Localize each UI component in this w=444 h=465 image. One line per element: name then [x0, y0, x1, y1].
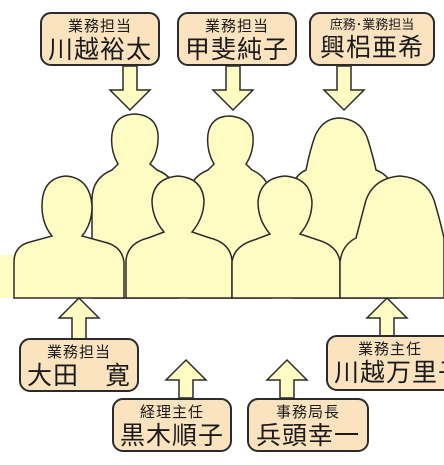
staff-role: 業務担当 [67, 17, 132, 35]
person-silhouette-5 [231, 175, 341, 299]
staff-role: 庶務･業務担当 [329, 18, 415, 33]
arrow-up-4 [57, 296, 101, 341]
staff-name: 甲斐純子 [184, 35, 289, 64]
staff-role: 事務局長 [275, 403, 340, 421]
staff-role: 経理主任 [139, 403, 204, 421]
staff-name: 川越万里子 [334, 358, 444, 387]
staff-role: 業務主任 [357, 340, 422, 358]
staff-label-1: 業務担当 川越裕太 [40, 12, 160, 66]
person-silhouette-1 [13, 175, 125, 299]
staff-role: 業務担当 [46, 343, 111, 361]
staff-label-4: 業務担当 大田 寛 [19, 338, 139, 392]
staff-name: 黒木順子 [119, 421, 224, 450]
person-silhouette-7 [339, 175, 444, 299]
staff-label-5: 経理主任 黒木順子 [112, 398, 232, 452]
arrow-up-7 [365, 296, 409, 337]
arrow-down-1 [108, 65, 152, 112]
staff-name: 興梠亜希 [319, 33, 424, 62]
person-silhouette-3 [125, 175, 233, 299]
staff-label-6: 事務局長 兵頭幸一 [247, 398, 369, 452]
staff-label-3: 庶務･業務担当 興梠亜希 [309, 12, 435, 66]
staff-label-7: 業務主任 川越万里子 [326, 335, 444, 391]
staff-name: 兵頭幸一 [255, 421, 360, 450]
staff-name: 川越裕太 [47, 35, 152, 64]
arrow-up-6 [265, 358, 309, 399]
staff-name: 大田 寛 [26, 361, 131, 390]
staff-role: 業務担当 [204, 17, 269, 35]
arrow-down-2 [211, 65, 255, 112]
arrow-up-5 [164, 358, 208, 399]
arrow-down-3 [322, 65, 366, 112]
staff-label-2: 業務担当 甲斐純子 [177, 12, 297, 66]
